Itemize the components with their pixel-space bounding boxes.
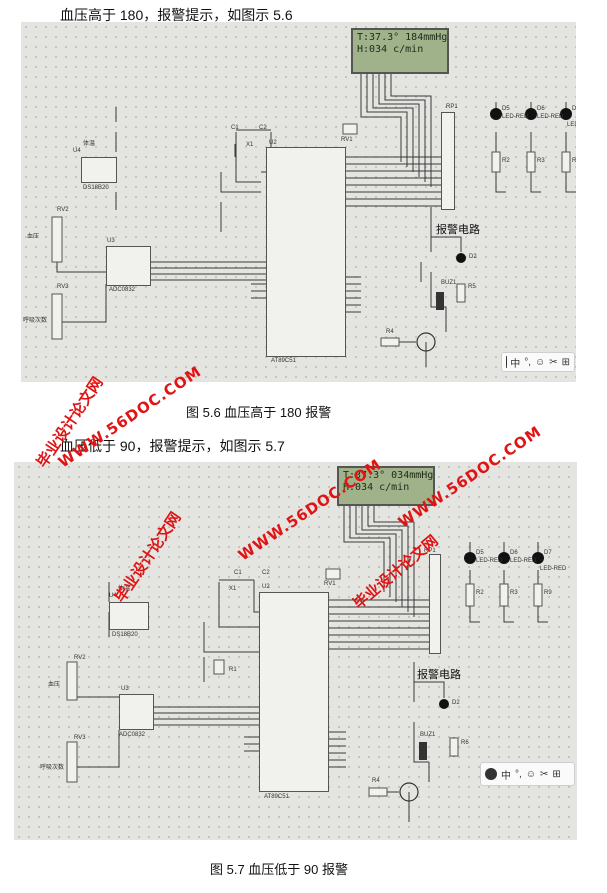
toolbar-item-cut[interactable]: ✂	[540, 768, 549, 780]
led-type-1c: LED-RED	[567, 122, 576, 128]
pot-label-1b: 呼吸次数	[23, 318, 48, 324]
r6-ref-2: R6	[461, 740, 469, 746]
x1-ref-2: X1	[229, 586, 237, 592]
res-ref-2a: R2	[476, 590, 484, 596]
mcu-chip-1	[266, 147, 346, 357]
lcd-display-2: T:37.3° 034mmHg H:034 c/min	[337, 466, 435, 506]
res-ref-1a: R2	[502, 158, 510, 164]
pot-label-2b: 呼吸次数	[40, 765, 65, 771]
rp1-ref-2: RP1	[424, 548, 436, 554]
rv3-ref-2: RV3	[74, 735, 86, 741]
lcd-line-2: H:034 c/min	[343, 482, 410, 493]
adc-chip-2	[119, 694, 154, 730]
mcu-name-1: AT89C51	[271, 358, 296, 364]
buz-ref-1: BUZ1	[441, 280, 457, 286]
schematic-wires-2	[66, 502, 548, 822]
r4-ref-1: R4	[386, 329, 394, 335]
mcu-name-2: AT89C51	[264, 794, 289, 800]
x1-ref-1: X1	[246, 142, 254, 148]
pot-label-1a: 血压	[27, 234, 40, 240]
led-type-2b: LED-RED	[510, 558, 537, 564]
toolbar-item-emoji[interactable]: ☺	[535, 356, 546, 368]
floating-toolbar-2[interactable]: 中 °, ☺ ✂ ⊞	[480, 762, 575, 786]
sensor-label-2: 体温	[118, 586, 131, 592]
led-ref-2b: D6	[510, 550, 518, 556]
schematic-figure-2: T:37.3° 034mmHg H:034 c/min U2 AT89C51 U…	[14, 462, 577, 840]
rv1-ref-2: RV1	[324, 581, 336, 587]
mcu-chip-2	[259, 592, 329, 792]
led-type-2c: LED-RED	[540, 566, 567, 572]
lcd-line-1: T:37.3° 184mmHg	[357, 32, 448, 43]
led-type-2a: LED-RED	[476, 558, 503, 564]
sensor-ref-2: U4	[109, 593, 117, 599]
buz-ref-2: BUZ1	[420, 732, 436, 738]
rv2-ref-1: RV2	[57, 207, 69, 213]
r5-ref-1: R5	[468, 284, 476, 290]
rv3-ref-1: RV3	[57, 284, 69, 290]
toolbar-item-grid[interactable]: ⊞	[561, 356, 570, 368]
r4-ref-2: R4	[372, 778, 380, 784]
sensor-name-2: DS18B20	[112, 632, 138, 638]
toolbar-item-punct[interactable]: °,	[524, 356, 531, 368]
schematic-figure-1: T:37.3° 184mmHg H:034 c/min U2 AT89C51 U…	[21, 22, 576, 382]
r1-ref-2: R1	[229, 667, 237, 673]
sensor-name-1: DS18B20	[83, 185, 109, 191]
led-ref-1a: D5	[502, 106, 510, 112]
adc-ref-1: U3	[107, 238, 115, 244]
resistor-pack-2	[429, 554, 441, 654]
toolbar-item-punct[interactable]: °,	[515, 768, 522, 780]
led-type-1b: LED-RED	[537, 114, 564, 120]
res-ref-1b: R3	[537, 158, 545, 164]
res-ref-2c: R9	[544, 590, 552, 596]
adc-chip-1	[106, 246, 151, 286]
toolbar-item-cn[interactable]: 中	[501, 770, 511, 782]
c2-ref-2: C2	[262, 570, 270, 576]
led-ref-1c: D7	[572, 106, 576, 112]
sensor-ref-1: U4	[73, 148, 81, 154]
lcd-display-1: T:37.3° 184mmHg H:034 c/min	[351, 28, 449, 74]
figure-2-label: 图 5.7 血压低于 90 报警	[210, 862, 348, 877]
sensor-label-1: 体温	[83, 141, 96, 147]
led-ref-1b: D6	[537, 106, 545, 112]
adc-name-2: ADC0832	[119, 732, 146, 738]
toolbar-item-emoji[interactable]: ☺	[525, 768, 536, 780]
c1-ref-1: C1	[231, 125, 239, 131]
d2-ref-2: D2	[452, 700, 460, 706]
led-ref-2a: D5	[476, 550, 484, 556]
schematic-wires-1	[51, 74, 576, 367]
led-ref-2c: D7	[544, 550, 552, 556]
res-ref-1c: R9	[572, 158, 576, 164]
c2-ref-1: C2	[259, 125, 267, 131]
toolbar-item-cut[interactable]: ✂	[549, 356, 558, 368]
figure-1-label: 图 5.6 血压高于 180 报警	[186, 405, 332, 420]
adc-ref-2: U3	[121, 686, 129, 692]
lcd-line-2: H:034 c/min	[357, 44, 424, 55]
lcd-line-1: T:37.3° 034mmHg	[343, 470, 434, 481]
d2-ref-1: D2	[469, 254, 477, 260]
toolbar-item-grid[interactable]: ⊞	[552, 768, 561, 780]
sensor-chip-1	[81, 157, 117, 183]
mcu-ref-2: U2	[262, 584, 270, 590]
adc-name-1: ADC0832	[109, 287, 136, 293]
led-type-1a: LED-RED	[502, 114, 529, 120]
mcu-ref-1: U2	[269, 140, 277, 146]
floating-toolbar-1[interactable]: 中 °, ☺ ✂ ⊞	[501, 352, 575, 372]
c1-ref-2: C1	[234, 570, 242, 576]
sensor-chip-2	[109, 602, 149, 630]
middle-caption: 血压低于 90，报警提示，如图示 5.7	[60, 438, 285, 454]
toolbar-item-cn[interactable]: 中	[510, 358, 521, 370]
rv1-ref-1: RV1	[341, 137, 353, 143]
alarm-label-1: 报警电路	[436, 224, 480, 236]
rp1-ref-1: RP1	[446, 104, 458, 110]
rv2-ref-2: RV2	[74, 655, 86, 661]
top-caption: 血压高于 180，报警提示，如图示 5.6	[60, 7, 293, 23]
resistor-pack-1	[441, 112, 455, 210]
res-ref-2b: R3	[510, 590, 518, 596]
pot-label-2a: 血压	[48, 682, 61, 688]
alarm-label-2: 报警电路	[417, 669, 461, 681]
toolbar-logo-icon[interactable]	[485, 768, 497, 780]
